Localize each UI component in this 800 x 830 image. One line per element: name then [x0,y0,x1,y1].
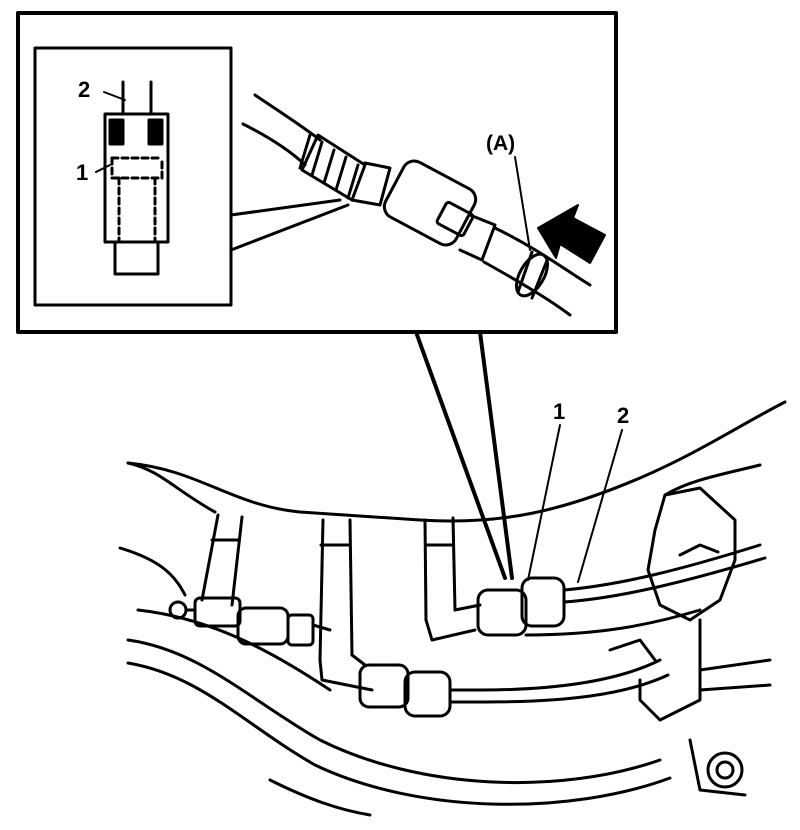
zoom-leader-right [478,330,514,580]
right-connector [424,543,767,642]
hose-clamp [515,250,550,300]
section-view [95,80,170,276]
main-label-leaders [527,424,623,583]
main-pipe-label: 1 [553,399,565,424]
cover-outline [126,400,787,523]
main-hose-label: 2 [617,403,629,428]
inset-pipe-label: 1 [76,160,88,185]
inset-hose-label: 2 [78,77,90,102]
main-assembly [118,400,787,817]
right-bracket [608,463,772,797]
zoom-leader-left [414,330,507,580]
section-inset-border [33,46,233,307]
push-direction-arrow-icon [537,204,606,264]
callout-frame [16,11,618,580]
center-connectors [318,653,670,718]
vertical-hoses [200,513,457,662]
arrow-point-label: (A) [486,132,515,155]
enlarged-connection [241,93,606,317]
left-connectors [168,596,332,647]
inset-border [16,11,618,334]
section-inset [33,46,350,307]
hose-hatch-left [108,118,125,146]
hose-hatch-right [147,118,164,146]
